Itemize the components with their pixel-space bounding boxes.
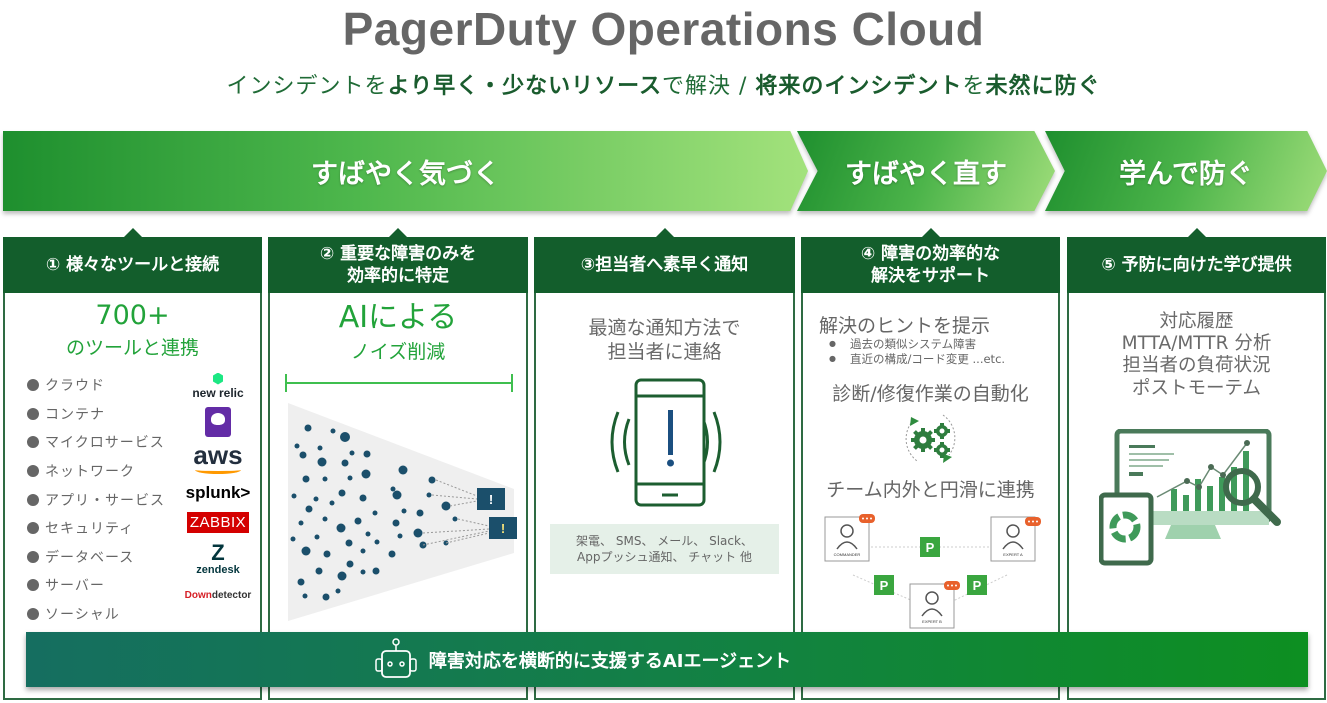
integrations-count: 700+ — [95, 300, 170, 331]
bullet-icon — [27, 436, 39, 449]
automation-heading: 診断/修復作業の自動化 — [832, 383, 1029, 405]
column-integrations: ① 様々なツールと接続 700+ のツールと連携 クラウド コンテナ マイクロサ… — [3, 237, 262, 700]
list-item: マイクロサービス — [27, 428, 165, 457]
ai-agent-label: 障害対応を横断的に支援するAIエージェント — [428, 650, 792, 672]
newrelic-logo: new relic — [177, 367, 259, 405]
integrations-caption: のツールと連携 — [65, 337, 199, 359]
column-header: ① 様々なツールと接続 — [3, 237, 262, 293]
list-item: データベース — [27, 543, 165, 572]
phase-learn-chevron: 学んで防ぐ — [1045, 131, 1327, 211]
svg-text:P: P — [880, 578, 889, 593]
svg-text:P: P — [926, 540, 935, 555]
svg-text:COMMANDER: COMMANDER — [834, 552, 861, 557]
list-item: アプリ・サービス — [27, 485, 165, 514]
newrelic-mark-icon — [213, 372, 223, 385]
robot-icon — [375, 637, 417, 678]
list-item: 直近の構成/コード変更 ...etc. — [829, 352, 1005, 367]
automation-gears-icon — [905, 414, 956, 463]
analytics-dashboard-icon — [1099, 429, 1281, 566]
column-header: ② 重要な障害のみを 効率的に特定 — [268, 237, 528, 293]
phone-alert-icon — [610, 378, 722, 507]
list-item: コンテナ — [27, 400, 165, 429]
hints-heading: 解決のヒントを提示 — [819, 315, 991, 337]
bullet-icon — [27, 522, 39, 535]
category-list: クラウド コンテナ マイクロサービス ネットワーク アプリ・サービス セキュリテ… — [27, 371, 165, 628]
datadog-logo — [177, 405, 259, 439]
svg-text:!: ! — [489, 492, 493, 507]
bullet-icon — [27, 550, 39, 563]
noise-reduction-caption: ノイズ削減 — [350, 341, 446, 363]
ai-agent-banner: 障害対応を横断的に支援するAIエージェント — [26, 632, 1308, 687]
page-title: PagerDuty Operations Cloud — [342, 3, 985, 55]
phase-fix-chevron: すばやく直す — [797, 131, 1055, 211]
notification-channels: 架電、 SMS、 メール、 Slack、 Appプッシュ通知、 チャット 他 — [550, 524, 779, 574]
column-resolution: ④ 障害の効率的な 解決をサポート 解決のヒントを提示 過去の類似システム障害 … — [801, 237, 1060, 700]
list-item: ポストモーテム — [1132, 377, 1261, 399]
list-item: クラウド — [27, 371, 165, 400]
column-header: ④ 障害の効率的な 解決をサポート — [801, 237, 1060, 293]
learning-items: 対応履歴 MTTA/MTTR 分析 担当者の負荷状況 ポストモーテム — [1069, 311, 1324, 400]
phase-detect-chevron: すばやく気づく — [3, 131, 808, 211]
svg-text:P: P — [973, 578, 982, 593]
list-item: MTTA/MTTR 分析 — [1121, 333, 1272, 355]
page-subtitle: インシデントをより早く・少ないリソースで解決 / 将来のインシデントを未然に防ぐ — [226, 74, 1101, 99]
collaboration-heading: チーム内外と円滑に連携 — [826, 479, 1035, 501]
list-item: ソーシャル — [27, 600, 165, 629]
team-collaboration-icon: COMMANDER EXPERT A EXPERT B P P P — [824, 514, 1041, 629]
list-item: 担当者の負荷状況 — [1122, 355, 1271, 377]
ai-headline: AIによる — [338, 300, 458, 335]
zabbix-logo: ZABBIX — [177, 507, 259, 537]
list-item: セキュリティ — [27, 514, 165, 543]
column-learning: ⑤ 予防に向けた学び提供 対応履歴 MTTA/MTTR 分析 担当者の負荷状況 … — [1067, 237, 1326, 700]
column-notification: ③担当者へ素早く通知 最適な通知方法で 担当者に連絡 架電、 SMS、 メール、… — [534, 237, 795, 700]
noise-funnel-icon: ! ! — [285, 374, 517, 621]
svg-text:!: ! — [501, 521, 505, 536]
hints-list: 過去の類似システム障害 直近の構成/コード変更 ...etc. — [829, 337, 1005, 367]
list-item: 対応履歴 — [1159, 311, 1234, 332]
bullet-icon — [27, 579, 39, 592]
list-item: サーバー — [27, 571, 165, 600]
zendesk-mark-icon: Z — [211, 540, 225, 565]
list-item: 過去の類似システム障害 — [829, 337, 1005, 352]
list-item: ネットワーク — [27, 457, 165, 486]
bullet-icon — [27, 407, 39, 420]
bullet-icon — [27, 493, 39, 506]
aws-logo: aws — [177, 439, 259, 479]
bullet-icon — [27, 465, 39, 478]
column-header: ⑤ 予防に向けた学び提供 — [1067, 237, 1326, 293]
datadog-dog-icon — [205, 407, 231, 437]
aws-smile-icon — [195, 466, 241, 474]
bullet-icon — [27, 379, 39, 392]
bullet-icon — [27, 608, 39, 621]
column-header: ③担当者へ素早く通知 — [534, 237, 795, 293]
svg-text:EXPERT A: EXPERT A — [1003, 552, 1023, 557]
svg-text:EXPERT B: EXPERT B — [922, 619, 942, 624]
column-noise-reduction: ② 重要な障害のみを 効率的に特定 AIによる ノイズ削減 — [268, 237, 528, 700]
splunk-logo: splunk> — [185, 483, 251, 502]
notification-description: 最適な通知方法で 担当者に連絡 — [588, 317, 741, 363]
